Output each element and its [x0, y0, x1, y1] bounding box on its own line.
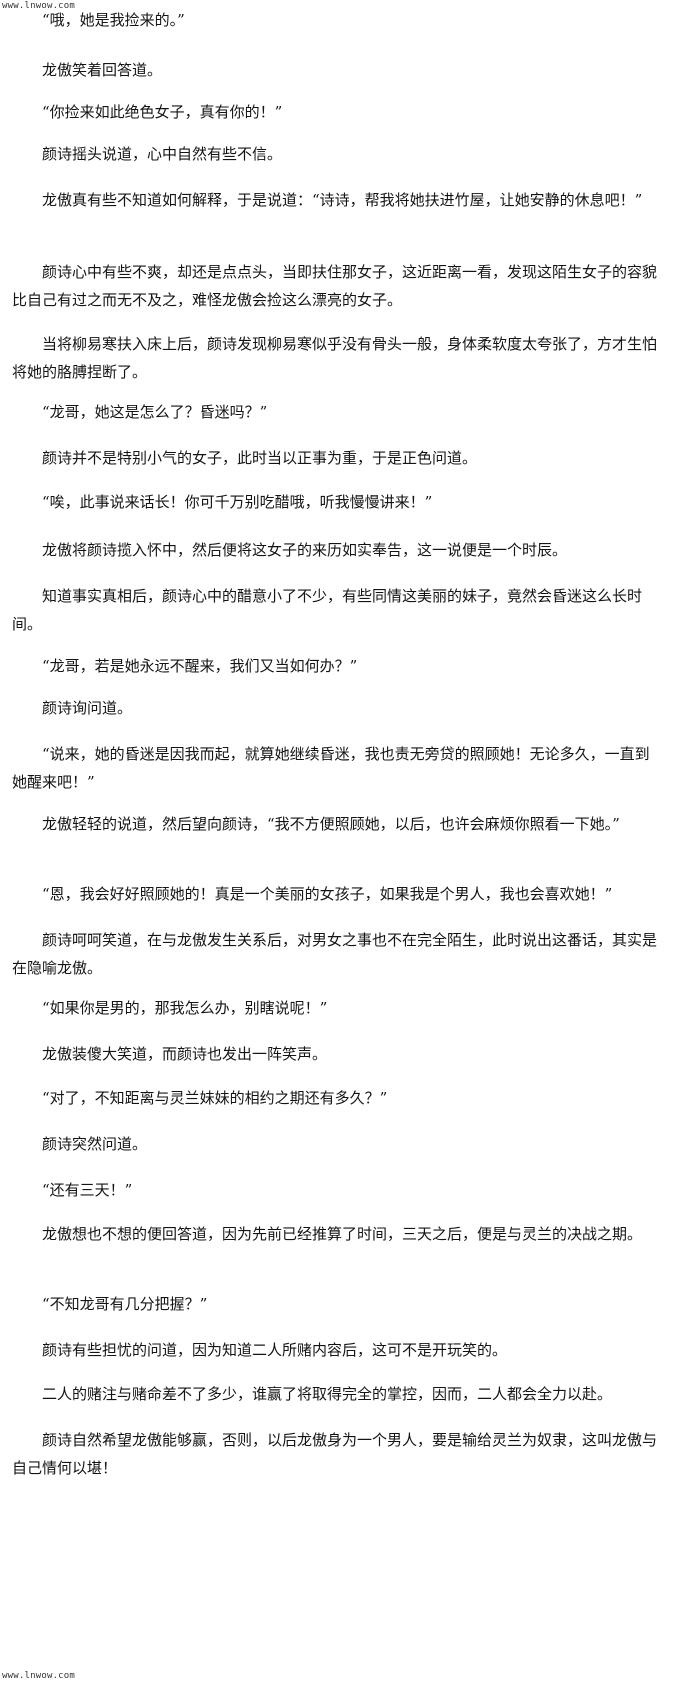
paragraph: “龙哥，若是她永远不醒来，我们又当如何办？”	[42, 657, 358, 675]
paragraph: 颜诗自然希望龙傲能够赢，否则，以后龙傲身为一个男人，要是输给灵兰为奴隶，这叫龙傲…	[12, 1431, 658, 1477]
paragraph: “恩，我会好好照顾她的！真是一个美丽的女孩子，如果我是个男人，我也会喜欢她！”	[42, 885, 613, 903]
paragraph: “说来，她的昏迷是因我而起，就算她继续昏迷，我也责无旁贷的照顾她！无论多久，一直…	[12, 745, 650, 791]
paragraph: 知道事实真相后，颜诗心中的醋意小了不少，有些同情这美丽的妹子，竟然会昏迷这么长时…	[12, 587, 643, 633]
paragraph: “不知龙哥有几分把握？”	[42, 1295, 208, 1313]
paragraph: “你捡来如此绝色女子，真有你的！”	[42, 103, 283, 121]
paragraph: 当将柳易寒扶入床上后，颜诗发现柳易寒似乎没有骨头一般，身体柔软度太夸张了，方才生…	[12, 335, 658, 381]
paragraph: 二人的赌注与赌命差不了多少，谁赢了将取得完全的掌控，因而，二人都会全力以赴。	[42, 1385, 613, 1403]
paragraph: 龙傲想也不想的便回答道，因为先前已经推算了时间，三天之后，便是与灵兰的决战之期。	[42, 1225, 643, 1243]
paragraph: “还有三天！”	[42, 1181, 133, 1199]
paragraph: 颜诗心中有些不爽，却还是点点头，当即扶住那女子，这近距离一看，发现这陌生女子的容…	[12, 263, 658, 309]
paragraph: “唉，此事说来话长！你可千万别吃醋哦，听我慢慢讲来！”	[42, 493, 433, 511]
paragraph: 颜诗摇头说道，心中自然有些不信。	[42, 145, 283, 163]
watermark-bottom: www.lnwow.com	[2, 1671, 76, 1681]
paragraph: 颜诗并不是特别小气的女子，此时当以正事为重，于是正色问道。	[42, 449, 478, 467]
paragraph: “龙哥，她这是怎么了？昏迷吗？”	[42, 403, 268, 421]
paragraph: 龙傲真有些不知道如何解释，于是说道：“诗诗，帮我将她扶进竹屋，让她安静的休息吧！…	[42, 191, 643, 209]
paragraph: “如果你是男的，那我怎么办，别瞎说呢！”	[42, 999, 328, 1017]
paragraph: 颜诗突然问道。	[42, 1135, 148, 1153]
paragraph: 颜诗询问道。	[42, 699, 133, 717]
paragraph: 龙傲笑着回答道。	[42, 61, 163, 79]
paragraph: “哦，她是我捡来的。”	[42, 11, 185, 29]
paragraph: 颜诗有些担忧的问道，因为知道二人所赌内容后，这可不是开玩笑的。	[42, 1341, 508, 1359]
paragraph: 龙傲轻轻的说道，然后望向颜诗，“我不方便照顾她，以后，也许会麻烦你照看一下她。”	[42, 815, 620, 833]
paragraph: 颜诗呵呵笑道，在与龙傲发生关系后，对男女之事也不在完全陌生，此时说出这番话，其实…	[12, 931, 658, 977]
watermark-top: www.lnwow.com	[2, 1, 76, 11]
paragraph: “对了，不知距离与灵兰妹妹的相约之期还有多久？”	[42, 1089, 388, 1107]
paragraph: 龙傲装傻大笑道，而颜诗也发出一阵笑声。	[42, 1045, 328, 1063]
paragraph: 龙傲将颜诗揽入怀中，然后便将这女子的来历如实奉告，这一说便是一个时辰。	[42, 541, 568, 559]
